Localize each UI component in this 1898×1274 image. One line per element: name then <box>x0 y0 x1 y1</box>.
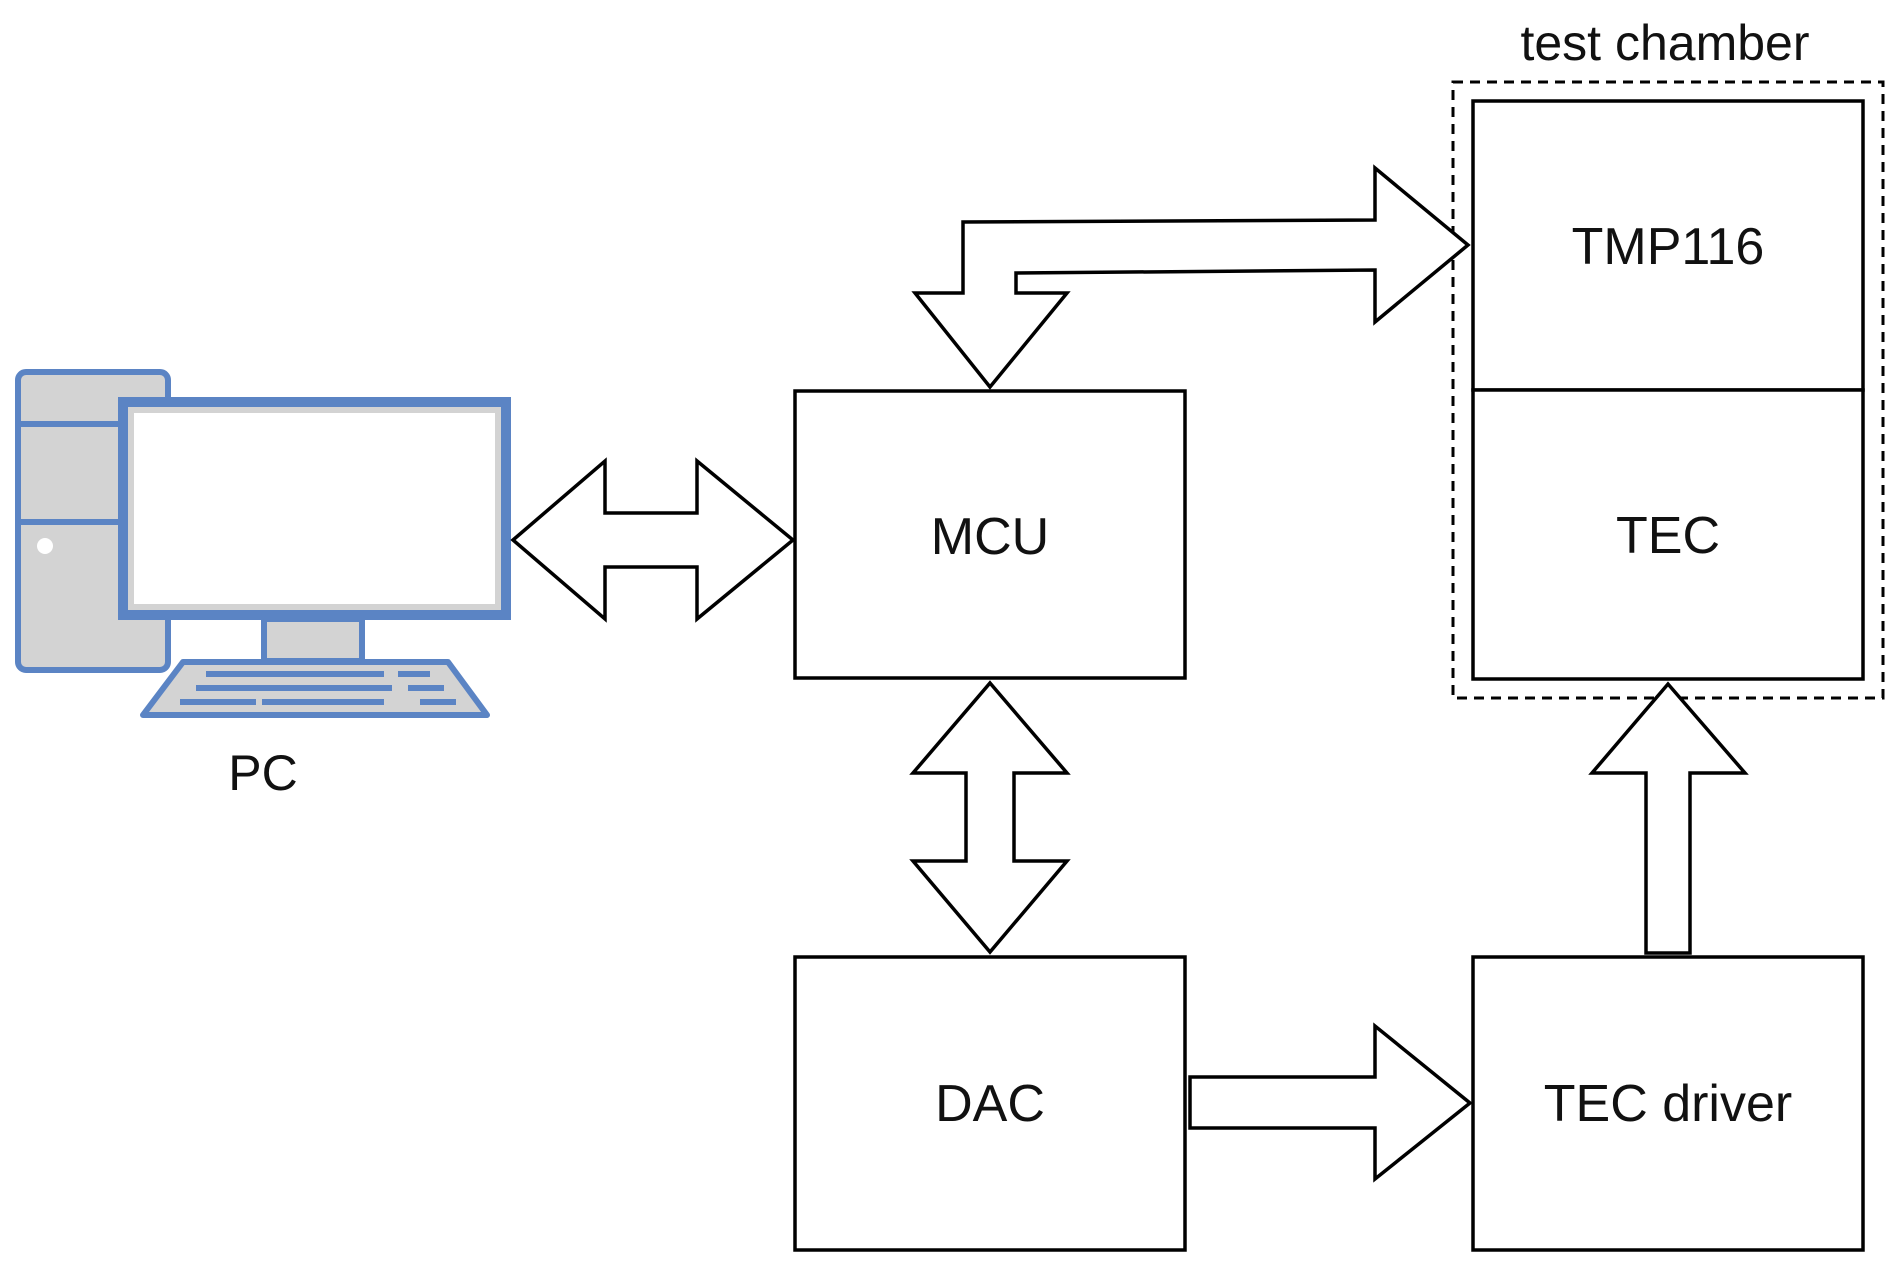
mcu-dac-bidirectional-arrow <box>909 680 1071 955</box>
tmp116-block <box>1471 99 1865 392</box>
mcu-block <box>793 389 1187 680</box>
pc-label: PC <box>228 745 297 801</box>
tec-driver-label: TEC driver <box>1544 1075 1792 1133</box>
mcu-tmp116-bidirectional-arrow <box>911 164 1471 390</box>
dac-label: DAC <box>935 1075 1045 1133</box>
dac-to-tec-driver-arrow <box>1188 1022 1473 1183</box>
tec-block <box>1471 388 1865 681</box>
mcu-label: MCU <box>931 508 1049 566</box>
tec-driver-to-tec-arrow <box>1588 681 1749 955</box>
tec-label: TEC <box>1616 507 1720 565</box>
test-chamber-label: test chamber <box>1520 15 1809 71</box>
desktop-computer-icon <box>15 369 511 718</box>
pc-mcu-bidirectional-arrow <box>510 457 796 623</box>
dac-block <box>793 955 1187 1252</box>
tec-driver-block <box>1471 955 1865 1252</box>
tmp116-label: TMP116 <box>1572 218 1765 276</box>
